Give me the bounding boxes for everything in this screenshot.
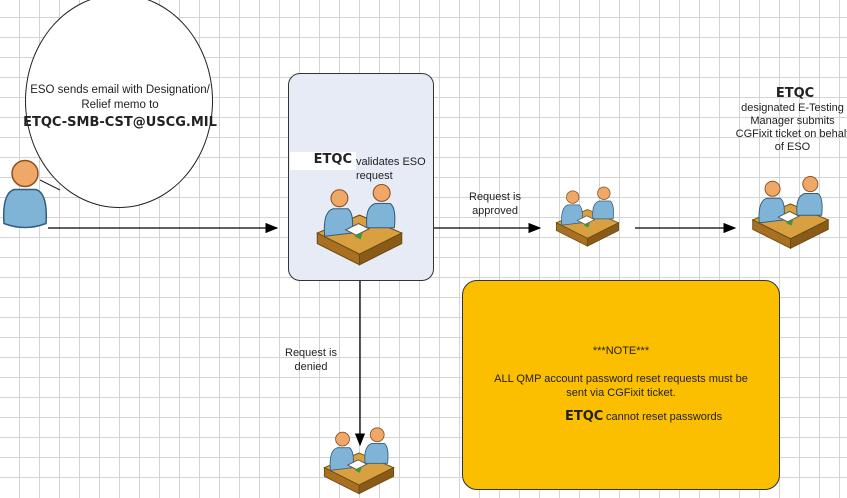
- validate-org-label: ETQC: [290, 152, 356, 170]
- bubble-text: ESO sends email with Designation/ Relief…: [30, 84, 210, 111]
- denied-desk-icon: [318, 420, 400, 498]
- note-box: [462, 280, 780, 490]
- eso-person-icon: [0, 152, 50, 230]
- speech-bubble: [25, 0, 213, 208]
- bubble-tail: [39, 179, 61, 191]
- submit-org-label: ETQC: [775, 86, 815, 101]
- meeting-desk-icon: [312, 175, 407, 270]
- note-org: ETQC: [565, 409, 604, 424]
- approval-desk-icon: [550, 180, 625, 250]
- note-title: ***NOTE***: [592, 345, 650, 357]
- note-tail: cannot reset passwords: [606, 411, 723, 423]
- email-address: ETQC-SMB-CST@USCG.MIL: [23, 115, 217, 130]
- approved-label: Request is approved: [469, 191, 521, 217]
- submit-desk-icon: [748, 168, 833, 253]
- note-body: ALL QMP account password reset requests …: [494, 373, 748, 399]
- submit-text: designated E-Testing Manager submits CGF…: [735, 102, 847, 153]
- validate-text: validates ESO request: [356, 156, 426, 182]
- denied-label: Request is denied: [285, 347, 337, 373]
